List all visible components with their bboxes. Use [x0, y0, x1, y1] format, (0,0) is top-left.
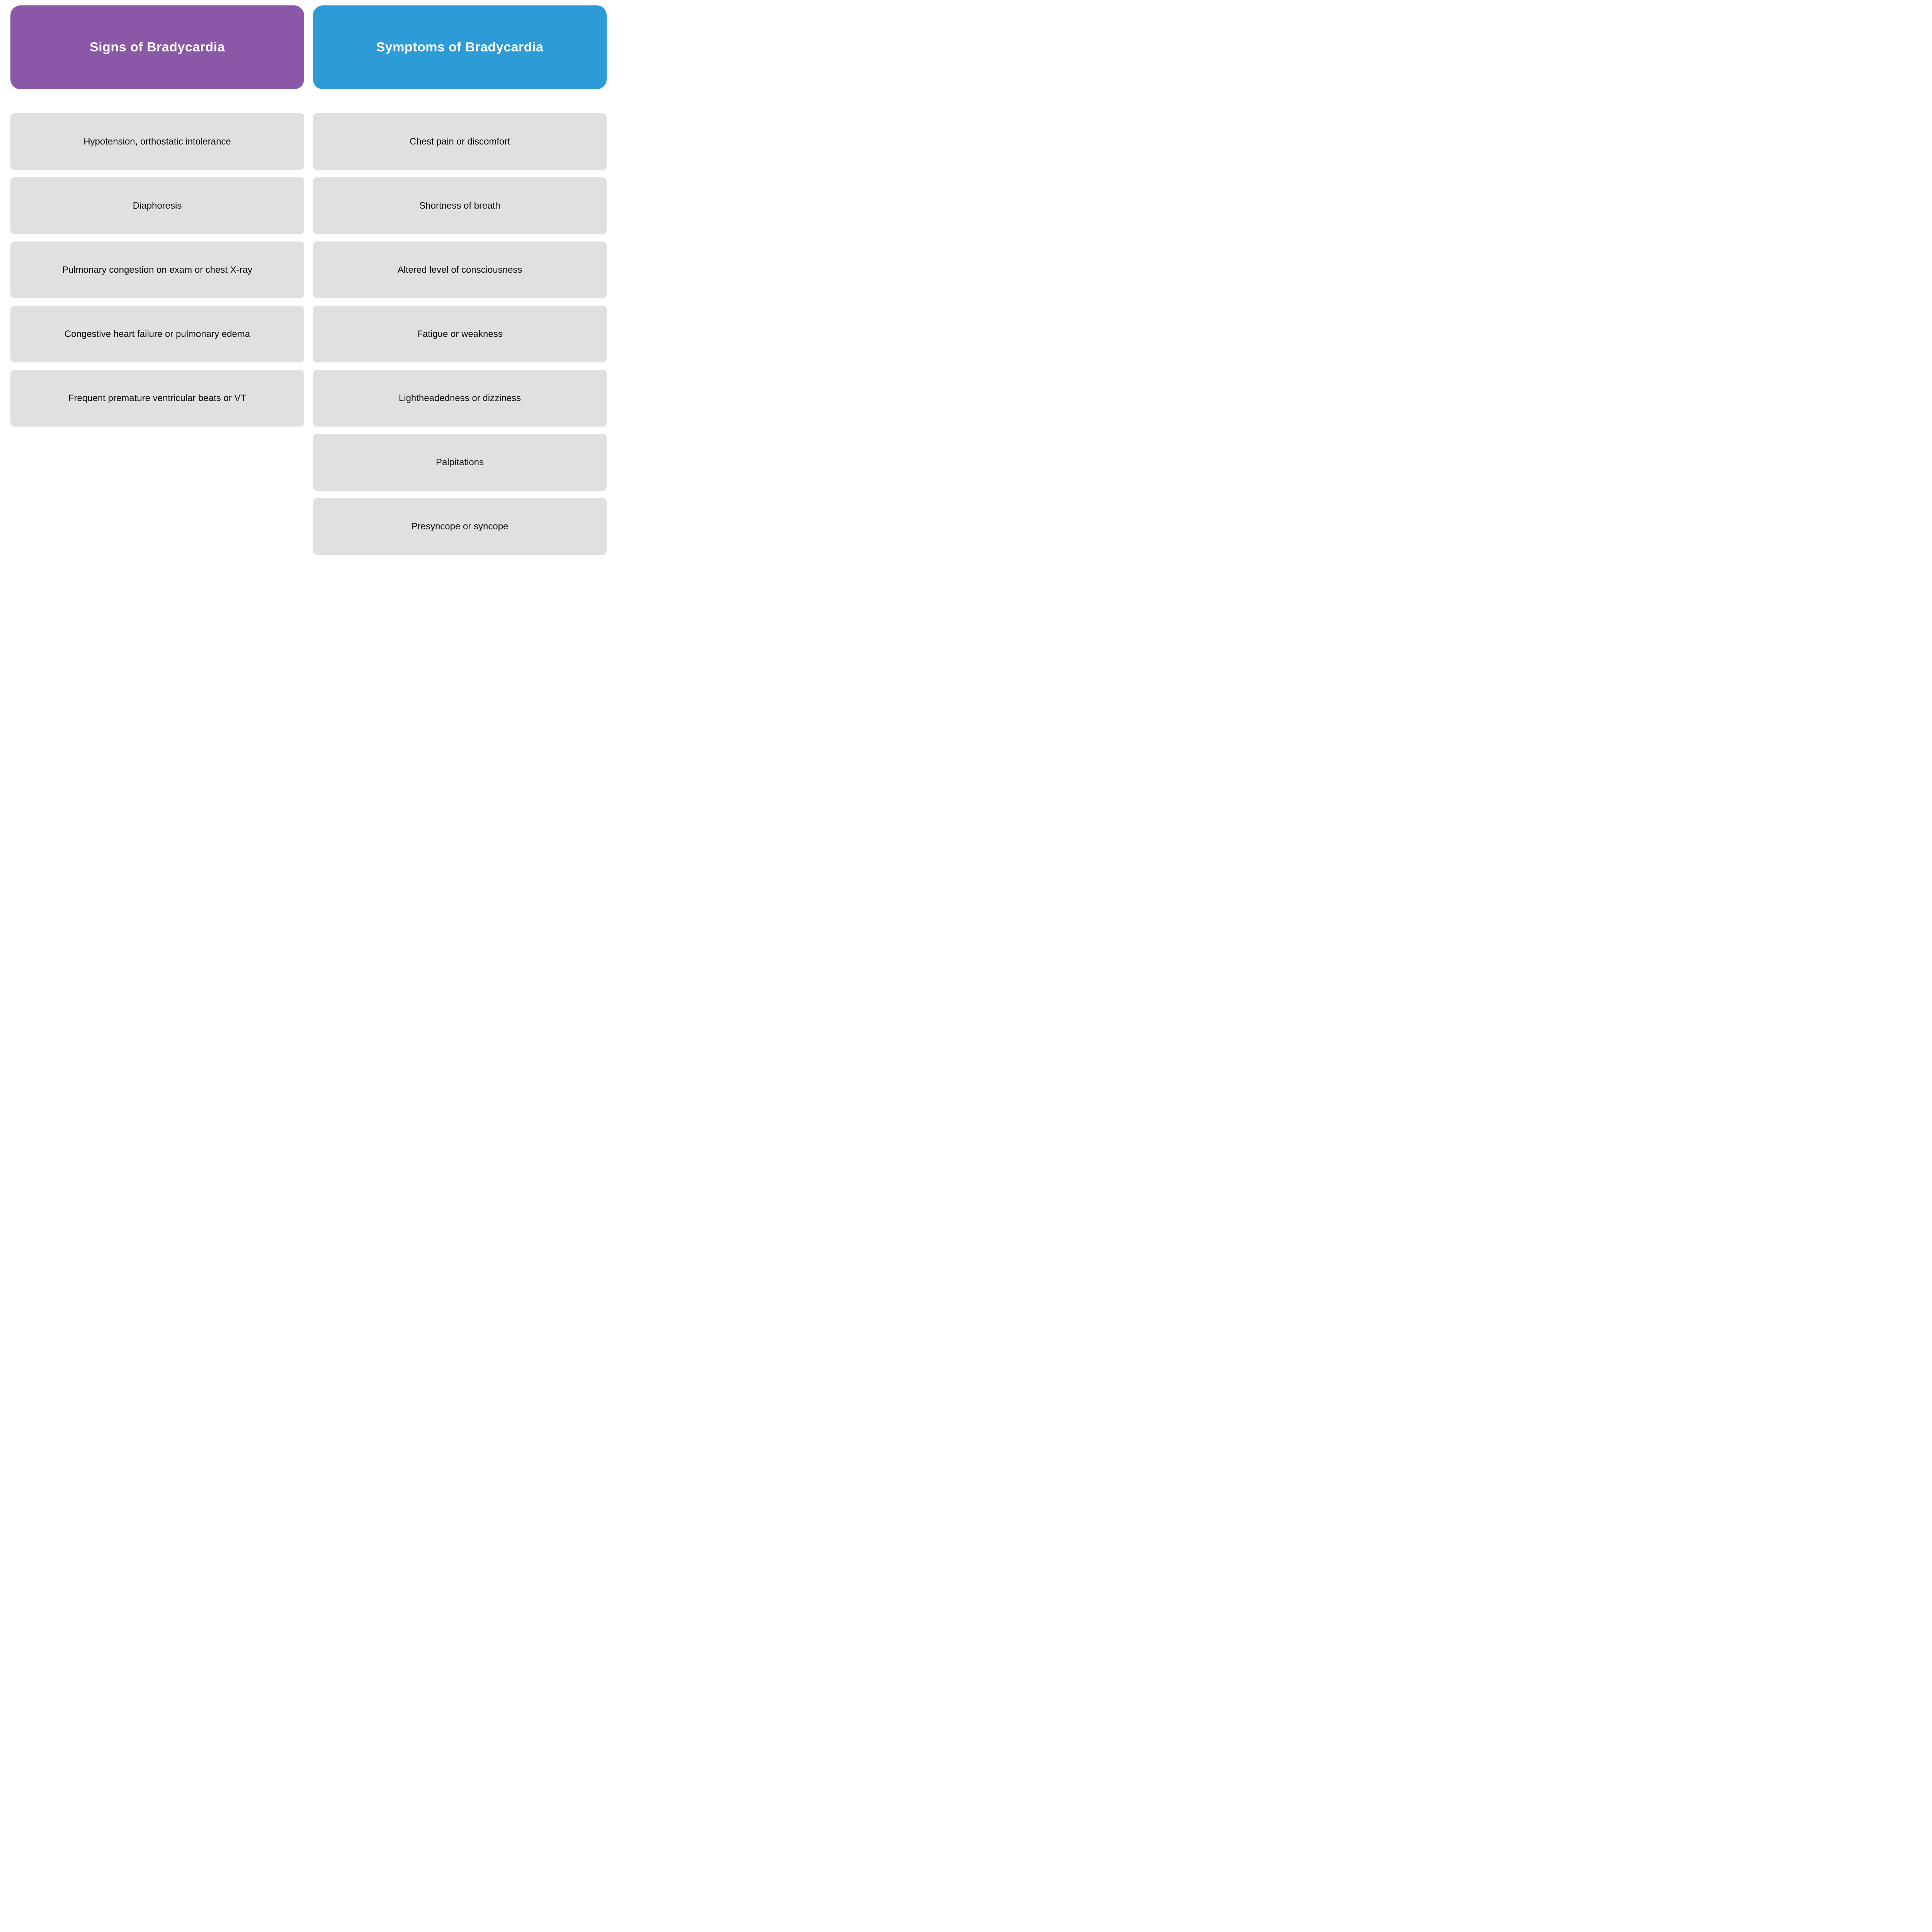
- list-item: Hypotension, orthostatic intolerance: [10, 113, 304, 170]
- columns-wrapper: Signs of Bradycardia Hypotension, orthos…: [10, 5, 615, 555]
- list-item: Fatigue or weakness: [313, 306, 607, 362]
- signs-column: Signs of Bradycardia Hypotension, orthos…: [10, 5, 304, 427]
- list-item: Congestive heart failure or pulmonary ed…: [10, 306, 304, 362]
- list-item: Shortness of breath: [313, 177, 607, 234]
- symptoms-header: Symptoms of Bradycardia: [313, 5, 607, 89]
- list-item: Presyncope or syncope: [313, 498, 607, 555]
- list-item: Diaphoresis: [10, 177, 304, 234]
- list-item: Palpitations: [313, 434, 607, 491]
- list-item: Lightheadedness or dizziness: [313, 370, 607, 427]
- list-item: Frequent premature ventricular beats or …: [10, 370, 304, 427]
- list-item: Pulmonary congestion on exam or chest X-…: [10, 242, 304, 298]
- list-item: Chest pain or discomfort: [313, 113, 607, 170]
- symptoms-column: Symptoms of Bradycardia Chest pain or di…: [313, 5, 607, 555]
- list-item: Altered level of consciousness: [313, 242, 607, 298]
- signs-header: Signs of Bradycardia: [10, 5, 304, 89]
- bradycardia-infographic: Signs of Bradycardia Hypotension, orthos…: [0, 0, 615, 565]
